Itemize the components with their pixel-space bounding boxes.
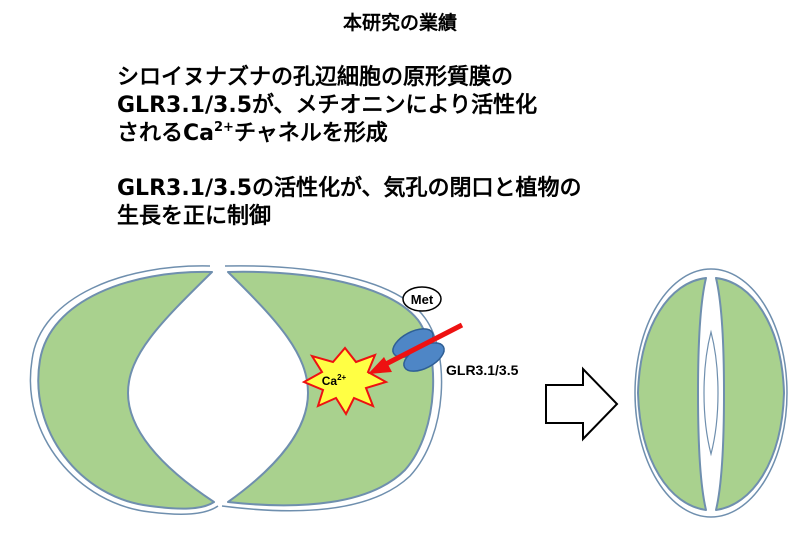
closed-stoma-right-guard-cell bbox=[715, 277, 785, 511]
ca-charge: 2+ bbox=[337, 373, 346, 382]
met-label: Met bbox=[411, 292, 434, 307]
ca-burst-icon bbox=[301, 346, 389, 417]
transition-arrow-icon bbox=[545, 366, 619, 442]
open-stoma-left-guard-cell bbox=[37, 270, 215, 510]
statement-1-line-2: GLR3.1/3.5が、メチオニンにより活性化 bbox=[117, 93, 538, 118]
ca-label: Ca2+ bbox=[322, 373, 347, 388]
activation-arrow-shaft bbox=[382, 322, 464, 368]
statement-1-line-3-pre: されるCa bbox=[117, 121, 214, 146]
statement-1-line-3-post: チャネルを形成 bbox=[233, 121, 388, 146]
closed-stoma-left-guard-cell bbox=[637, 277, 707, 511]
statement-1-line-1: シロイヌナズナの孔辺細胞の原形質膜の bbox=[117, 65, 514, 90]
statement-1-ca-charge: 2+ bbox=[214, 120, 234, 135]
open-stoma-right-outer-wall bbox=[221, 265, 443, 512]
open-stoma-left-outer-wall bbox=[29, 265, 219, 515]
statement-1-line-3: されるCa2+チャネルを形成 bbox=[117, 120, 388, 148]
activation-arrow-head-icon bbox=[368, 357, 392, 374]
statement-2-line-2: 生長を正に制御 bbox=[117, 204, 272, 229]
closed-stoma-outer-wall bbox=[634, 268, 788, 518]
statement-2-line-1: GLR3.1/3.5の活性化が、気孔の閉口と植物の bbox=[117, 176, 582, 201]
met-bubble bbox=[402, 286, 442, 312]
page-title: 本研究の業績 bbox=[342, 12, 457, 34]
channel-label: GLR3.1/3.5 bbox=[446, 362, 519, 378]
closed-stoma-pore bbox=[703, 329, 719, 457]
